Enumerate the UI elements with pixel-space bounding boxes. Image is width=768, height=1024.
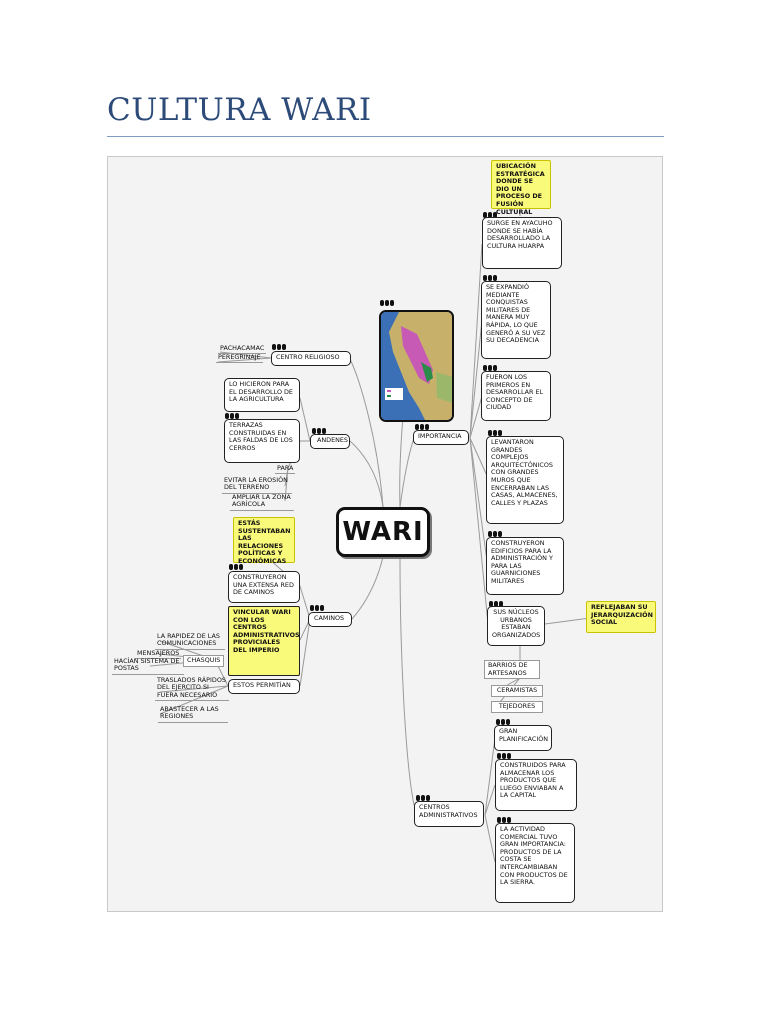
reflejaban-node[interactable]: REFLEJABAN SU JERARQUIZACIÓN SOCIAL (586, 601, 656, 633)
node-handle-icon (496, 719, 510, 725)
actividad-comercial-node[interactable]: LA ACTIVIDAD COMERCIAL TUVO GRAN IMPORTA… (495, 823, 575, 903)
traslados-item: TRASLADOS RÁPIDOS DEL EJERCITO SI FUERA … (155, 676, 229, 702)
node-handle-icon (310, 605, 324, 611)
andenes-node[interactable]: ANDENES (310, 434, 350, 449)
node-handle-icon (497, 753, 511, 759)
rapidez-item: LA RAPIDEZ DE LAS COMUNICACIONES (155, 632, 225, 650)
node-handle-icon (483, 365, 497, 371)
tejedores-tag: TEJEDORES (491, 701, 543, 713)
caminos-note-node[interactable]: ESTÁS SUSTENTABAN LAS RELACIONES POLÍTIC… (233, 517, 295, 565)
evitar-erosion-item: EVITAR LA EROSIÓN DEL TERRENO (222, 476, 292, 494)
node-handle-icon (415, 424, 429, 430)
andenes-purpose-node[interactable]: LO HICIERON PARA EL DESARROLLO DE LA AGR… (224, 378, 300, 412)
central-node-wari[interactable]: WARI (336, 507, 430, 557)
peregrinaje-item: PEREGRINAJE (216, 353, 263, 364)
peru-map-image (379, 310, 454, 422)
title-underline (107, 136, 664, 137)
barrios-artesanos-tag: BARRIOS DE ARTESANOS (484, 660, 540, 680)
node-handle-icon (488, 531, 502, 537)
node-handle-icon (483, 275, 497, 281)
red-caminos-node[interactable]: CONSTRUYERON UNA EXTENSA RED DE CAMINOS (228, 571, 300, 603)
gran-planificacion-node[interactable]: GRAN PLANIFICACIÓN (494, 725, 552, 751)
node-handle-icon (497, 817, 511, 823)
node-handle-icon (225, 413, 239, 419)
page-title: CULTURA WARI (107, 92, 372, 128)
abastecer-item: ABASTECER A LAS REGIONES (158, 705, 228, 723)
caminos-node[interactable]: CAMINOS (308, 612, 352, 627)
nucleos-node[interactable]: SUS NÚCLEOS URBANOS ESTABAN ORGANIZADOS (487, 606, 545, 646)
postas-item: HACÍAN SISTEMA DE POSTAS (112, 657, 184, 675)
ampliar-zona-item: AMPLIAR LA ZONA AGRÍCOLA (230, 493, 294, 511)
edificios-node[interactable]: CONSTRUYERON EDIFICIOS PARA LA ADMINISTR… (486, 537, 564, 595)
chasquis-tag: CHASQUIS (183, 655, 225, 667)
vincular-node[interactable]: VINCULAR WARI CON LOS CENTROS ADMINISTRA… (228, 606, 300, 676)
ceramistas-tag: CERAMISTAS (491, 685, 543, 697)
peru-map-icon (381, 312, 452, 420)
pachacamac-item: PACHACAMAC (218, 344, 267, 355)
ubicacion-node[interactable]: UBICACIÓN ESTRATÉGICA DONDE SE DIO UN PR… (491, 160, 551, 215)
complejos-node[interactable]: LEVANTARON GRANDES COMPLEJOS ARQUITECTÓN… (486, 436, 564, 524)
estos-permitian-node[interactable]: ESTOS PERMITÍAN (228, 679, 300, 694)
almacenar-node[interactable]: CONSTRUIDOS PARA ALMACENAR LOS PRODUCTOS… (495, 759, 577, 811)
node-handle-icon (312, 428, 326, 434)
node-handle-icon (380, 300, 394, 306)
centros-administrativos-node[interactable]: CENTROS ADMINISTRATIVOS (414, 801, 484, 827)
centro-religioso-node[interactable]: CENTRO RELIGIOSO (271, 351, 351, 366)
surge-ayacucho-node[interactable]: SURGE EN AYACUHO DONDE SE HABÍA DESARROL… (482, 217, 562, 269)
importancia-node[interactable]: IMPORTANCIA (413, 430, 469, 445)
node-handle-icon (488, 430, 502, 436)
node-handle-icon (229, 564, 243, 570)
para-label: PARA (275, 464, 296, 475)
terrazas-node[interactable]: TERRAZAS CONSTRUIDAS EN LAS FALDAS DE LO… (224, 419, 300, 463)
mensajeros-item: MENSAJEROS (135, 649, 182, 660)
node-handle-icon (489, 601, 503, 607)
node-handle-icon (416, 795, 430, 801)
node-handle-icon (483, 212, 497, 218)
expansion-node[interactable]: SE EXPANDIÓ MEDIANTE CONQUISTAS MILITARE… (481, 281, 551, 359)
node-handle-icon (272, 344, 286, 350)
concepto-ciudad-node[interactable]: FUERON LOS PRIMEROS EN DESARROLLAR EL CO… (481, 371, 551, 421)
